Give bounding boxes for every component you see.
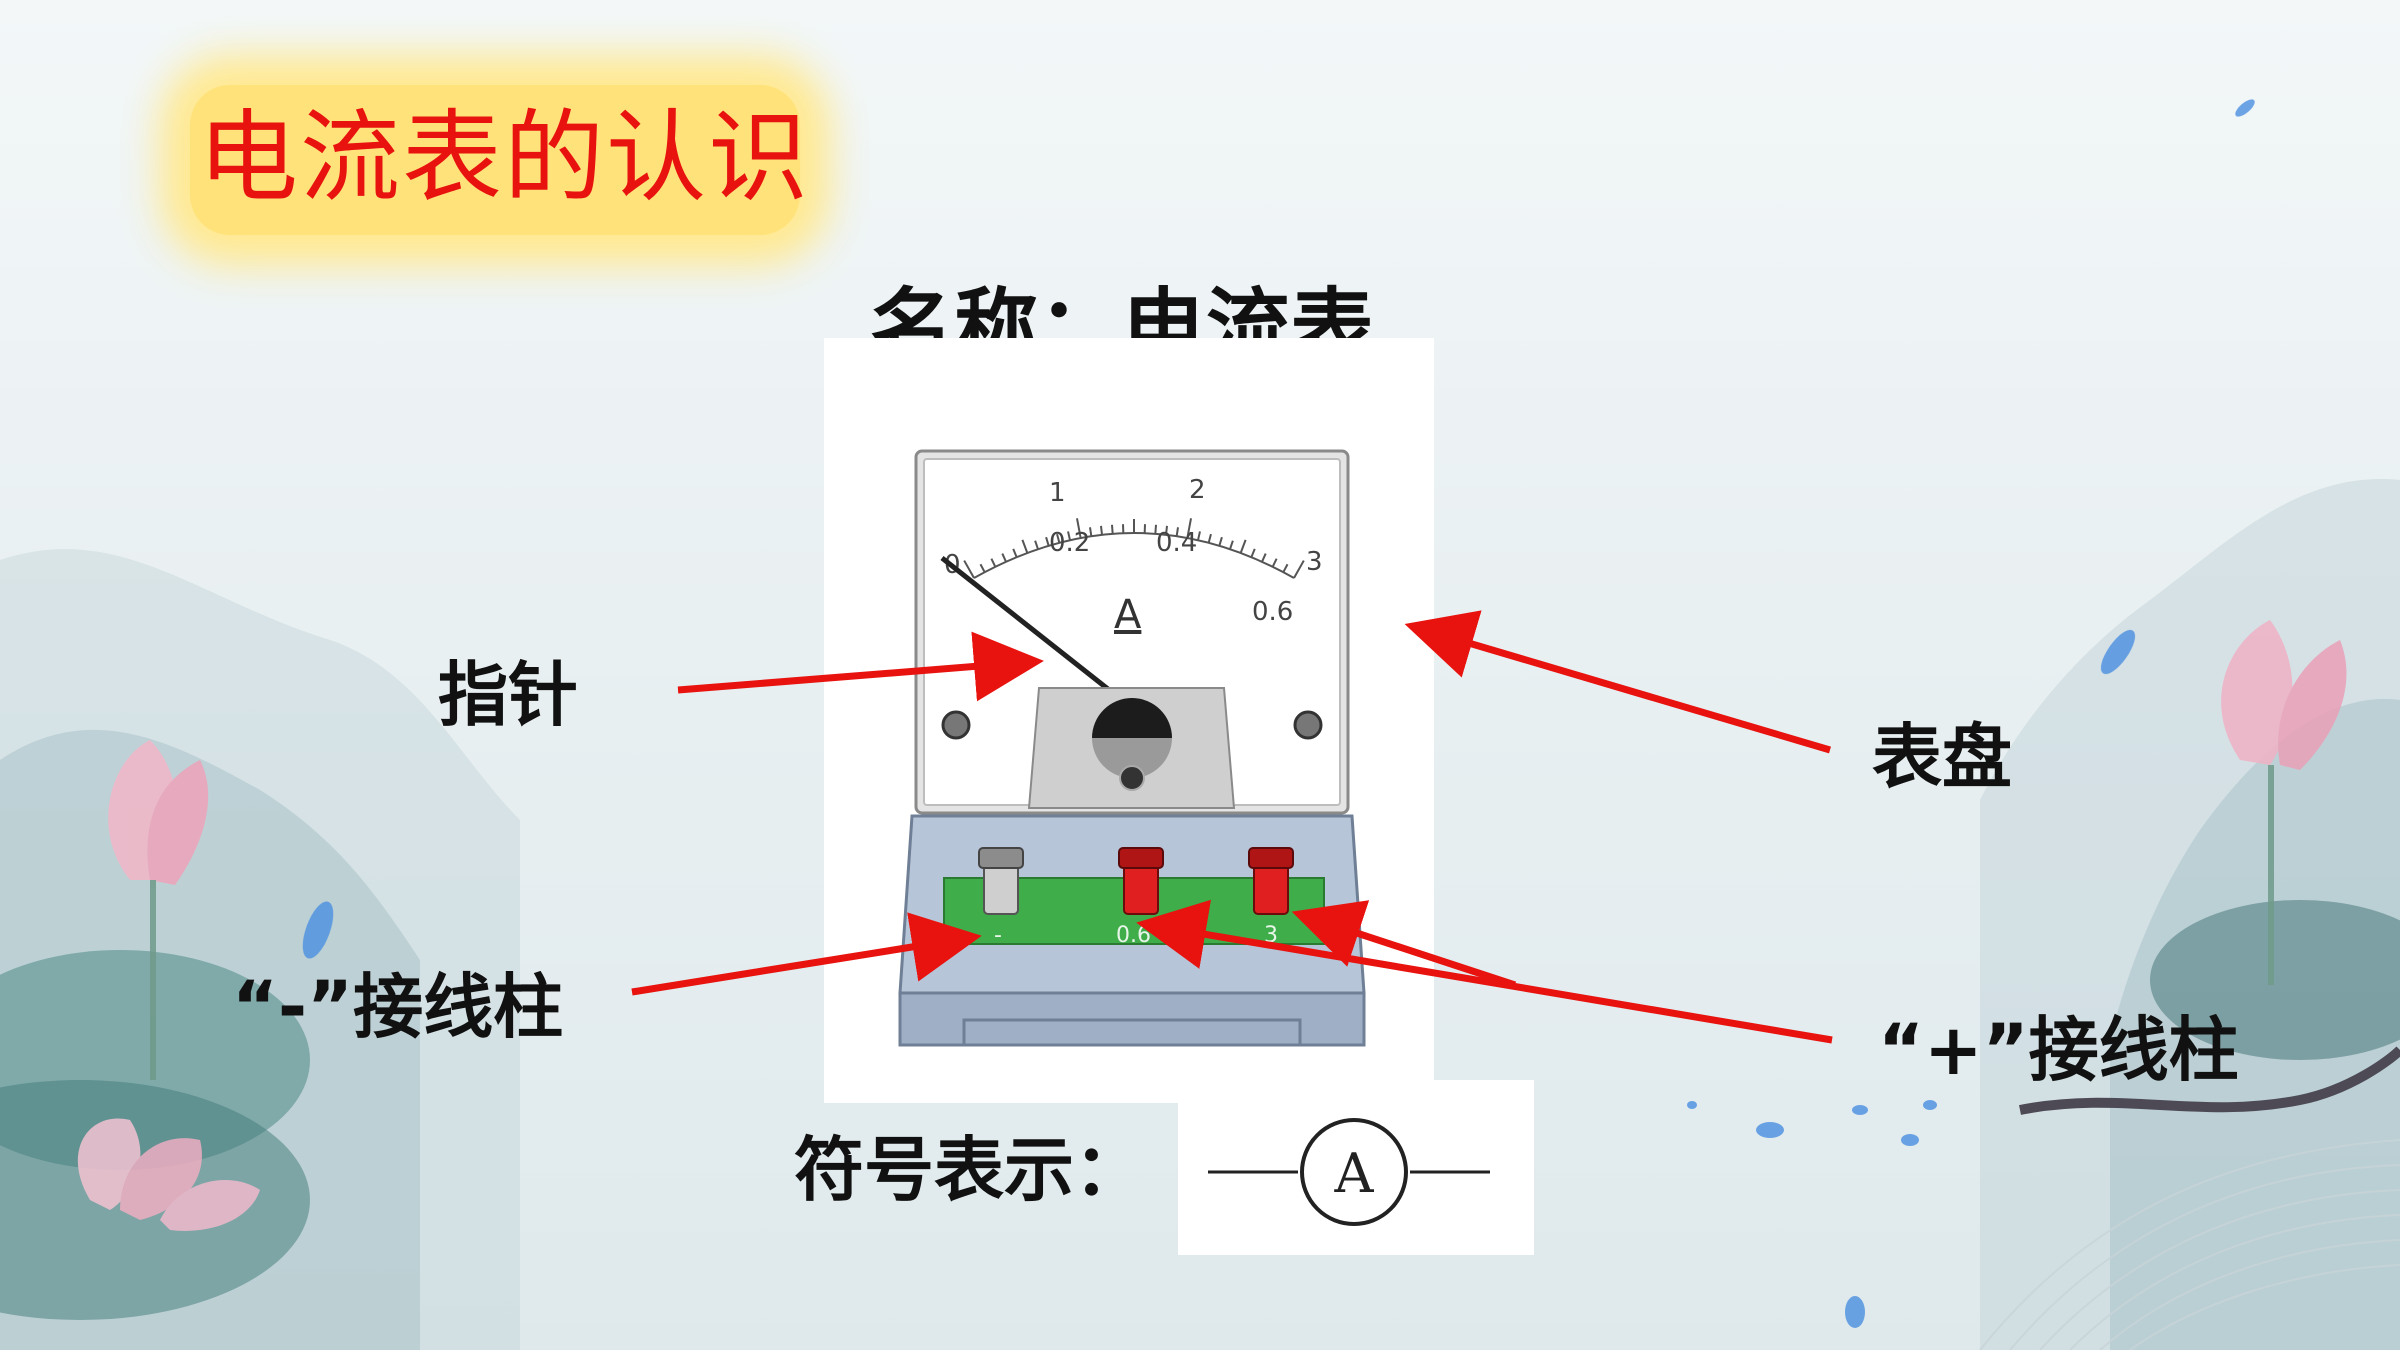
terminal-label-0-6: 0.6 xyxy=(1116,923,1151,948)
net-lines xyxy=(1979,1139,2400,1350)
symbol-circle xyxy=(1300,1118,1408,1226)
scale-tick xyxy=(1293,560,1305,579)
scale-tick xyxy=(1012,548,1018,558)
scale-tick xyxy=(1045,536,1050,547)
scale-tick xyxy=(1067,531,1071,541)
lower-scale-2: 0.4 xyxy=(1156,528,1197,558)
scale-tick xyxy=(1218,536,1223,547)
scale-tick xyxy=(1186,518,1193,539)
terminal-label-3: 3 xyxy=(1264,923,1278,948)
scale-tick xyxy=(990,558,997,568)
terminal-label-negative: - xyxy=(994,923,1002,948)
symbol-letter: A xyxy=(1334,1142,1375,1205)
scale-arc xyxy=(973,532,1295,579)
ammeter-circuit-symbol: A xyxy=(1208,1118,1490,1226)
scale-tick xyxy=(963,560,975,579)
positive-terminal-0-6 xyxy=(1118,847,1164,915)
scale-tick xyxy=(979,563,986,573)
lotus-flower-right xyxy=(2221,620,2347,985)
symbol-label: 符号表示： xyxy=(794,1129,1144,1211)
zero-adjust-screw xyxy=(1119,765,1145,791)
scale-tick xyxy=(1239,539,1247,554)
upper-scale-3: 3 xyxy=(1306,547,1323,577)
upper-scale-2: 2 xyxy=(1189,475,1206,505)
scale-tick xyxy=(1271,558,1278,568)
upper-scale-1: 1 xyxy=(1049,478,1066,508)
scale-tick xyxy=(1056,533,1061,544)
leaf-right xyxy=(2150,900,2400,1060)
lotus-flower-left xyxy=(77,740,260,1231)
branch xyxy=(2019,1046,2400,1115)
title-highlight xyxy=(190,85,800,235)
scale-tick xyxy=(1154,524,1158,534)
negative-terminal xyxy=(978,847,1024,915)
falling-petals xyxy=(302,99,2255,1328)
mounting-screw-left xyxy=(941,710,971,740)
lower-scale-3: 0.6 xyxy=(1252,597,1293,627)
scale-tick xyxy=(1110,524,1114,534)
scale-tick xyxy=(1207,533,1212,544)
scale-tick xyxy=(1034,540,1039,550)
mounting-screw-right xyxy=(1293,710,1323,740)
scale-tick xyxy=(1075,518,1082,539)
negative-terminal-label: “-”接线柱 xyxy=(232,966,564,1048)
scale-tick xyxy=(1100,525,1103,535)
lower-scale-1: 0.2 xyxy=(1049,528,1090,558)
dial-label: 表盘 xyxy=(1872,716,2012,798)
scale-ticks xyxy=(963,518,1305,579)
scale-tick xyxy=(1089,527,1093,537)
page-title: 电流表的认识 xyxy=(198,99,810,216)
pointer-label: 指针 xyxy=(438,654,578,736)
scale-tick xyxy=(1175,527,1179,537)
scale-tick xyxy=(1021,539,1029,554)
positive-terminal-label: “+”接线柱 xyxy=(1878,1009,2239,1091)
scale-tick xyxy=(1229,540,1234,550)
positive-terminal-3 xyxy=(1248,847,1294,915)
scale-tick xyxy=(1250,548,1256,558)
ammeter-illustration: 0 1 2 3 0.2 0.4 0.6 A xyxy=(898,449,1366,1047)
scale-tick xyxy=(1001,553,1007,563)
scale-tick xyxy=(1197,531,1201,541)
unit-letter: A xyxy=(1114,592,1142,638)
scale-tick xyxy=(1261,553,1267,563)
scale-tick xyxy=(1165,525,1168,535)
scale-tick xyxy=(1282,563,1289,573)
